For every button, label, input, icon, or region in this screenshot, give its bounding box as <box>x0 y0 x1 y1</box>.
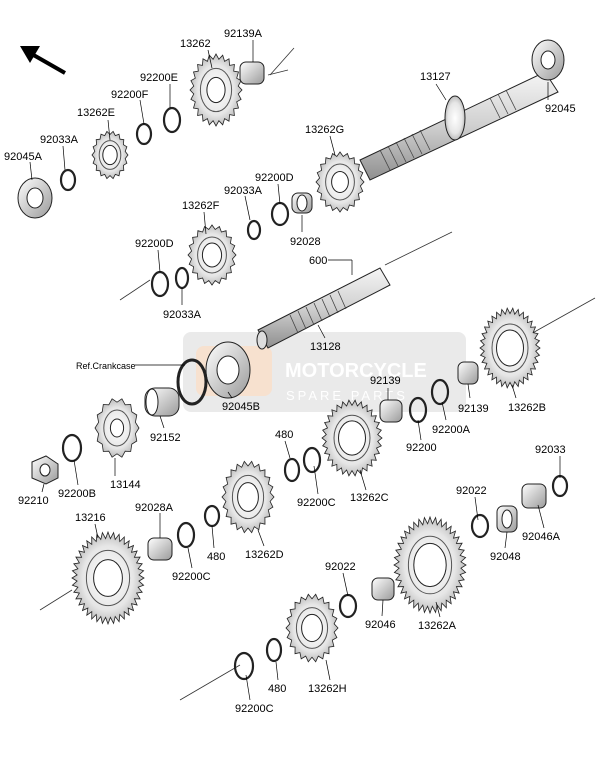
circlip-480-b <box>203 504 221 528</box>
label-13262H: 13262H <box>308 683 347 695</box>
label-13262E: 13262E <box>77 107 115 119</box>
label-92033: 92033 <box>535 444 566 456</box>
circlip-92033 <box>551 474 569 498</box>
label-600: 600 <box>309 255 327 267</box>
gear-13262A <box>393 515 467 615</box>
ref-crankcase-label: Ref.Crankcase <box>76 361 136 371</box>
label-92048: 92048 <box>490 551 521 563</box>
washer-92022-a <box>470 513 490 539</box>
main-shaft-13127 <box>359 71 559 181</box>
washer-480-c <box>265 637 283 663</box>
label-13262G: 13262G <box>305 124 344 136</box>
watermark-line2: SPARE PARTS <box>286 388 408 403</box>
gear-13262G <box>315 151 365 213</box>
circlip-92033A-mid <box>246 219 262 241</box>
sprocket-13144 <box>94 398 140 458</box>
washer-92200D-top <box>270 201 290 227</box>
circlip-92200F <box>135 122 153 146</box>
label-92045A: 92045A <box>4 151 43 163</box>
gear-13262H <box>285 593 339 663</box>
collar-92028A <box>147 537 173 561</box>
label-92022-b: 92022 <box>325 561 356 573</box>
label-92139A: 92139A <box>224 28 263 40</box>
circlip-92033A-top <box>59 168 77 192</box>
washer-92200E <box>162 106 182 134</box>
label-13262C: 13262C <box>350 492 389 504</box>
needle-bearing-92046A <box>521 483 547 509</box>
gear-13262 <box>189 53 243 127</box>
circlip-92200A <box>430 378 450 406</box>
bearing-92045B <box>205 341 251 399</box>
gear-13262C <box>321 399 383 477</box>
label-13127: 13127 <box>420 71 451 83</box>
label-92200B: 92200B <box>58 488 96 500</box>
gear-13262E <box>91 130 129 180</box>
needle-bearing-92139A <box>239 61 265 85</box>
label-92022-a: 92022 <box>456 485 487 497</box>
label-92200D-top: 92200D <box>255 172 294 184</box>
label-92139-a: 92139 <box>370 375 401 387</box>
leader-lines <box>29 40 561 701</box>
label-92200C-c: 92200C <box>235 703 274 715</box>
needle-bearing-92139-b <box>457 361 479 385</box>
washer-92022-b <box>338 593 358 619</box>
washer-92200B <box>61 433 83 463</box>
nut-92210 <box>31 455 59 485</box>
gears-layer <box>71 53 541 663</box>
counter-shaft-13128 <box>256 267 391 350</box>
washer-92200C-a <box>302 446 322 474</box>
gear-13262B <box>479 307 541 389</box>
label-13144: 13144 <box>110 479 141 491</box>
direction-arrow-icon <box>20 46 66 75</box>
collar-92028 <box>291 192 313 214</box>
label-92028: 92028 <box>290 236 321 248</box>
label-92033A-mid: 92033A <box>224 185 263 197</box>
label-92028A: 92028A <box>135 502 174 514</box>
bearing-92045 <box>531 39 565 81</box>
label-92139-b: 92139 <box>458 403 489 415</box>
label-92033A-low: 92033A <box>163 309 202 321</box>
gear-13262D <box>221 460 275 534</box>
label-92045: 92045 <box>545 103 576 115</box>
washer-92200D-left <box>150 270 170 298</box>
oil-seal-ref <box>176 358 208 406</box>
label-13262D: 13262D <box>245 549 284 561</box>
label-480-b: 480 <box>207 551 225 563</box>
label-13262F: 13262F <box>182 200 220 212</box>
watermark-line1: MOTORCYCLE <box>285 360 427 382</box>
label-13262B: 13262B <box>508 402 546 414</box>
label-92200F: 92200F <box>111 89 149 101</box>
washer-480-a <box>283 457 301 483</box>
label-92046A: 92046A <box>522 531 561 543</box>
washer-92200C-b <box>176 521 196 549</box>
washer-92200C-c <box>233 651 255 681</box>
label-13128: 13128 <box>310 341 341 353</box>
collar-92048 <box>496 505 518 533</box>
label-13262: 13262 <box>180 38 211 50</box>
label-92200C-b: 92200C <box>172 571 211 583</box>
label-92210: 92210 <box>18 495 49 507</box>
circlip-92033A-low <box>174 266 190 290</box>
label-92200D-left: 92200D <box>135 238 174 250</box>
label-13262A: 13262A <box>418 620 457 632</box>
label-480-c: 480 <box>268 683 286 695</box>
label-92200A: 92200A <box>432 424 471 436</box>
label-480-a: 480 <box>275 429 293 441</box>
collar-92152 <box>144 387 180 417</box>
needle-bearing-92046 <box>371 577 395 601</box>
label-92200E: 92200E <box>140 72 178 84</box>
bearing-92045A <box>17 177 53 219</box>
gear-13216 <box>71 530 145 626</box>
label-92045B: 92045B <box>222 401 260 413</box>
label-92200C-a: 92200C <box>297 497 336 509</box>
label-13216: 13216 <box>75 512 106 524</box>
label-92152: 92152 <box>150 432 181 444</box>
label-92200: 92200 <box>406 442 437 454</box>
label-92046: 92046 <box>365 619 396 631</box>
needle-bearing-92139-a <box>379 399 403 423</box>
label-92033A-top: 92033A <box>40 134 79 146</box>
gear-13262F <box>187 224 237 286</box>
